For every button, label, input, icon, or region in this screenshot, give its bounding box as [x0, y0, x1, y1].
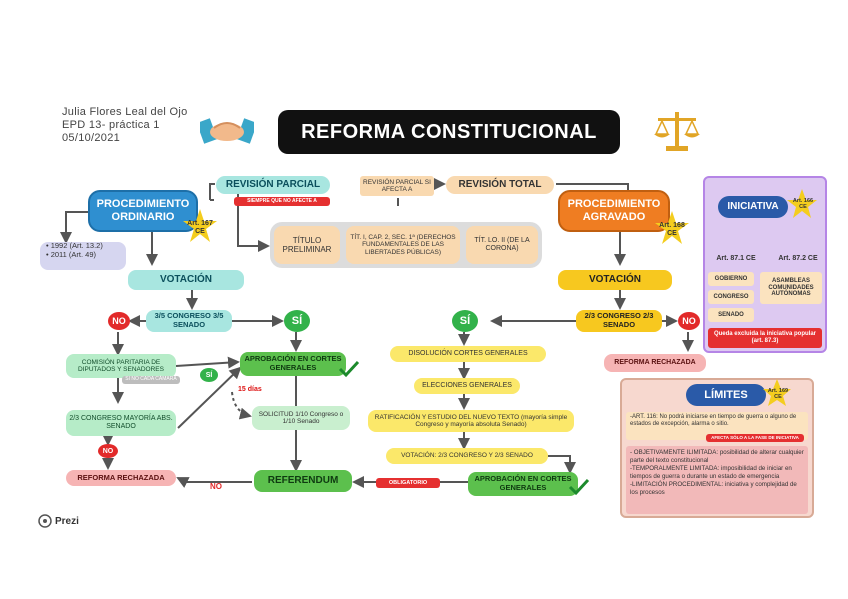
iniciativa-star-label: Art. 166 CE — [792, 197, 814, 210]
limite-objetivo: - OBJETIVAMENTE ILIMITADA: posibilidad d… — [630, 449, 804, 464]
ordinario-rechazada: REFORMA RECHAZADA — [66, 470, 176, 486]
art-87-1: Art. 87.1 CE — [716, 254, 756, 262]
asambleas-ccaa: ASAMBLEAS COMUNIDADES AUTÓNOMAS — [760, 272, 822, 304]
agravado-mayoria: 2/3 CONGRESO 2/3 SENADO — [576, 310, 662, 332]
agravado-no: NO — [678, 312, 700, 330]
ordinario-aprobacion: APROBACIÓN EN CORTES GENERALES — [240, 352, 346, 376]
art-87-2: Art. 87.2 CE — [778, 254, 818, 262]
agravado-votacion: VOTACIÓN — [558, 270, 672, 290]
agravado-aprobacion: APROBACIÓN EN CORTES GENERALES — [468, 472, 578, 496]
plazo-dias: 15 días — [238, 386, 262, 393]
disolucion-cortes: DISOLUCIÓN CORTES GENERALES — [390, 346, 546, 362]
page-title: REFORMA CONSTITUCIONAL — [278, 110, 620, 154]
revision-total: REVISIÓN TOTAL — [446, 176, 554, 194]
limites-art116-tag: AFECTA SÓLO A LA FASE DE INICIATIVA — [706, 434, 804, 442]
ordinario-references: • 1992 (Art. 13.2) • 2011 (Art. 49) — [40, 241, 126, 270]
gobierno: GOBIERNO — [708, 272, 754, 286]
titulo-preliminar: TÍTULO PRELIMINAR — [274, 226, 340, 264]
congreso-23-mayoria: 2/3 CONGRESO MAYORÍA ABS. SENADO — [66, 410, 176, 436]
ordinario-star-label: Art. 167 CE — [187, 219, 213, 235]
ordinario-mayoria: 3/5 CONGRESO 3/5 SENADO — [146, 310, 232, 332]
limites-title: LÍMITES — [686, 384, 766, 406]
reference-1992: • 1992 (Art. 13.2) — [46, 241, 103, 250]
agravado-si: SÍ — [452, 310, 478, 332]
revision-parcial: REVISIÓN PARCIAL — [216, 176, 330, 194]
reference-2011: • 2011 (Art. 49) — [46, 249, 97, 259]
comision-paritaria: COMISIÓN PARITARIA DE DIPUTADOS Y SENADO… — [66, 354, 176, 378]
agravado-votacion-2: VOTACIÓN: 2/3 CONGRESO Y 2/3 SENADO — [386, 448, 548, 464]
referendum-no: NO — [210, 482, 222, 491]
prezi-icon — [38, 514, 52, 528]
comision-tag: SI NO CADA CÁMARA — [122, 376, 180, 384]
star-icon — [183, 209, 217, 242]
procedimiento-agravado: PROCEDIMIENTO AGRAVADO — [558, 190, 670, 232]
author-name: Julia Flores Leal del Ojo — [62, 106, 188, 118]
check-icon — [568, 478, 590, 496]
revision-parcial-note: SIEMPRE QUE NO AFECTE A — [234, 197, 330, 206]
ratificacion: RATIFICACIÓN Y ESTUDIO DEL NUEVO TEXTO (… — [368, 410, 574, 432]
star-icon — [763, 379, 791, 406]
congreso: CONGRESO — [708, 290, 754, 304]
ordinario-no: NO — [108, 312, 130, 330]
iniciativa-title: INICIATIVA — [718, 196, 788, 218]
star-icon — [787, 189, 817, 218]
ordinario-si-2: SÍ — [200, 368, 218, 382]
ordinario-si: SÍ — [284, 310, 310, 332]
handshake-icon — [200, 118, 254, 144]
star-icon — [655, 211, 689, 244]
limites-list: - OBJETIVAMENTE ILIMITADA: posibilidad d… — [626, 446, 808, 514]
scales-icon — [654, 112, 700, 151]
limites-star-label: Art. 169 CE — [767, 387, 789, 400]
senado: SENADO — [708, 308, 754, 322]
limite-procedimental: -LIMITACIÓN PROCEDIMENTAL: iniciativa y … — [630, 481, 797, 496]
titulo-i: TÍT. I, CAP. 2, SEC. 1ª (DERECHOS FUNDAM… — [346, 226, 460, 264]
prezi-label: Prezi — [55, 515, 79, 527]
referendum: REFERENDUM — [254, 470, 352, 492]
author-block: Julia Flores Leal del Ojo EPD 13- prácti… — [62, 106, 188, 145]
ordinario-no-2: NO — [98, 444, 118, 458]
ordinario-votacion: VOTACIÓN — [128, 270, 244, 290]
revision-total-note: REVISIÓN PARCIAL SI AFECTA A — [360, 176, 434, 196]
author-date: 05/10/2021 — [62, 132, 121, 144]
solicitud-referendum: SOLICITUD 1/10 Congreso o 1/10 Senado — [252, 406, 350, 430]
elecciones-generales: ELECCIONES GENERALES — [414, 378, 520, 394]
check-icon — [338, 360, 360, 378]
prezi-logo: Prezi — [38, 514, 79, 528]
procedimiento-ordinario: PROCEDIMIENTO ORDINARIO — [88, 190, 198, 232]
obligatorio-tag: OBLIGATORIO — [376, 478, 440, 488]
agravado-rechazada: REFORMA RECHAZADA — [604, 354, 706, 372]
author-course: EPD 13- práctica 1 — [62, 119, 160, 131]
agravado-star-label: Art. 168 CE — [659, 221, 685, 237]
iniciativa-popular-excluida: Queda excluida la iniciativa popular (ar… — [708, 328, 822, 348]
titulo-ii: TÍT. LO. II (DE LA CORONA) — [466, 226, 538, 264]
limite-temporal: -TEMPORALMENTE LIMITADA: imposibilidad d… — [630, 465, 792, 480]
